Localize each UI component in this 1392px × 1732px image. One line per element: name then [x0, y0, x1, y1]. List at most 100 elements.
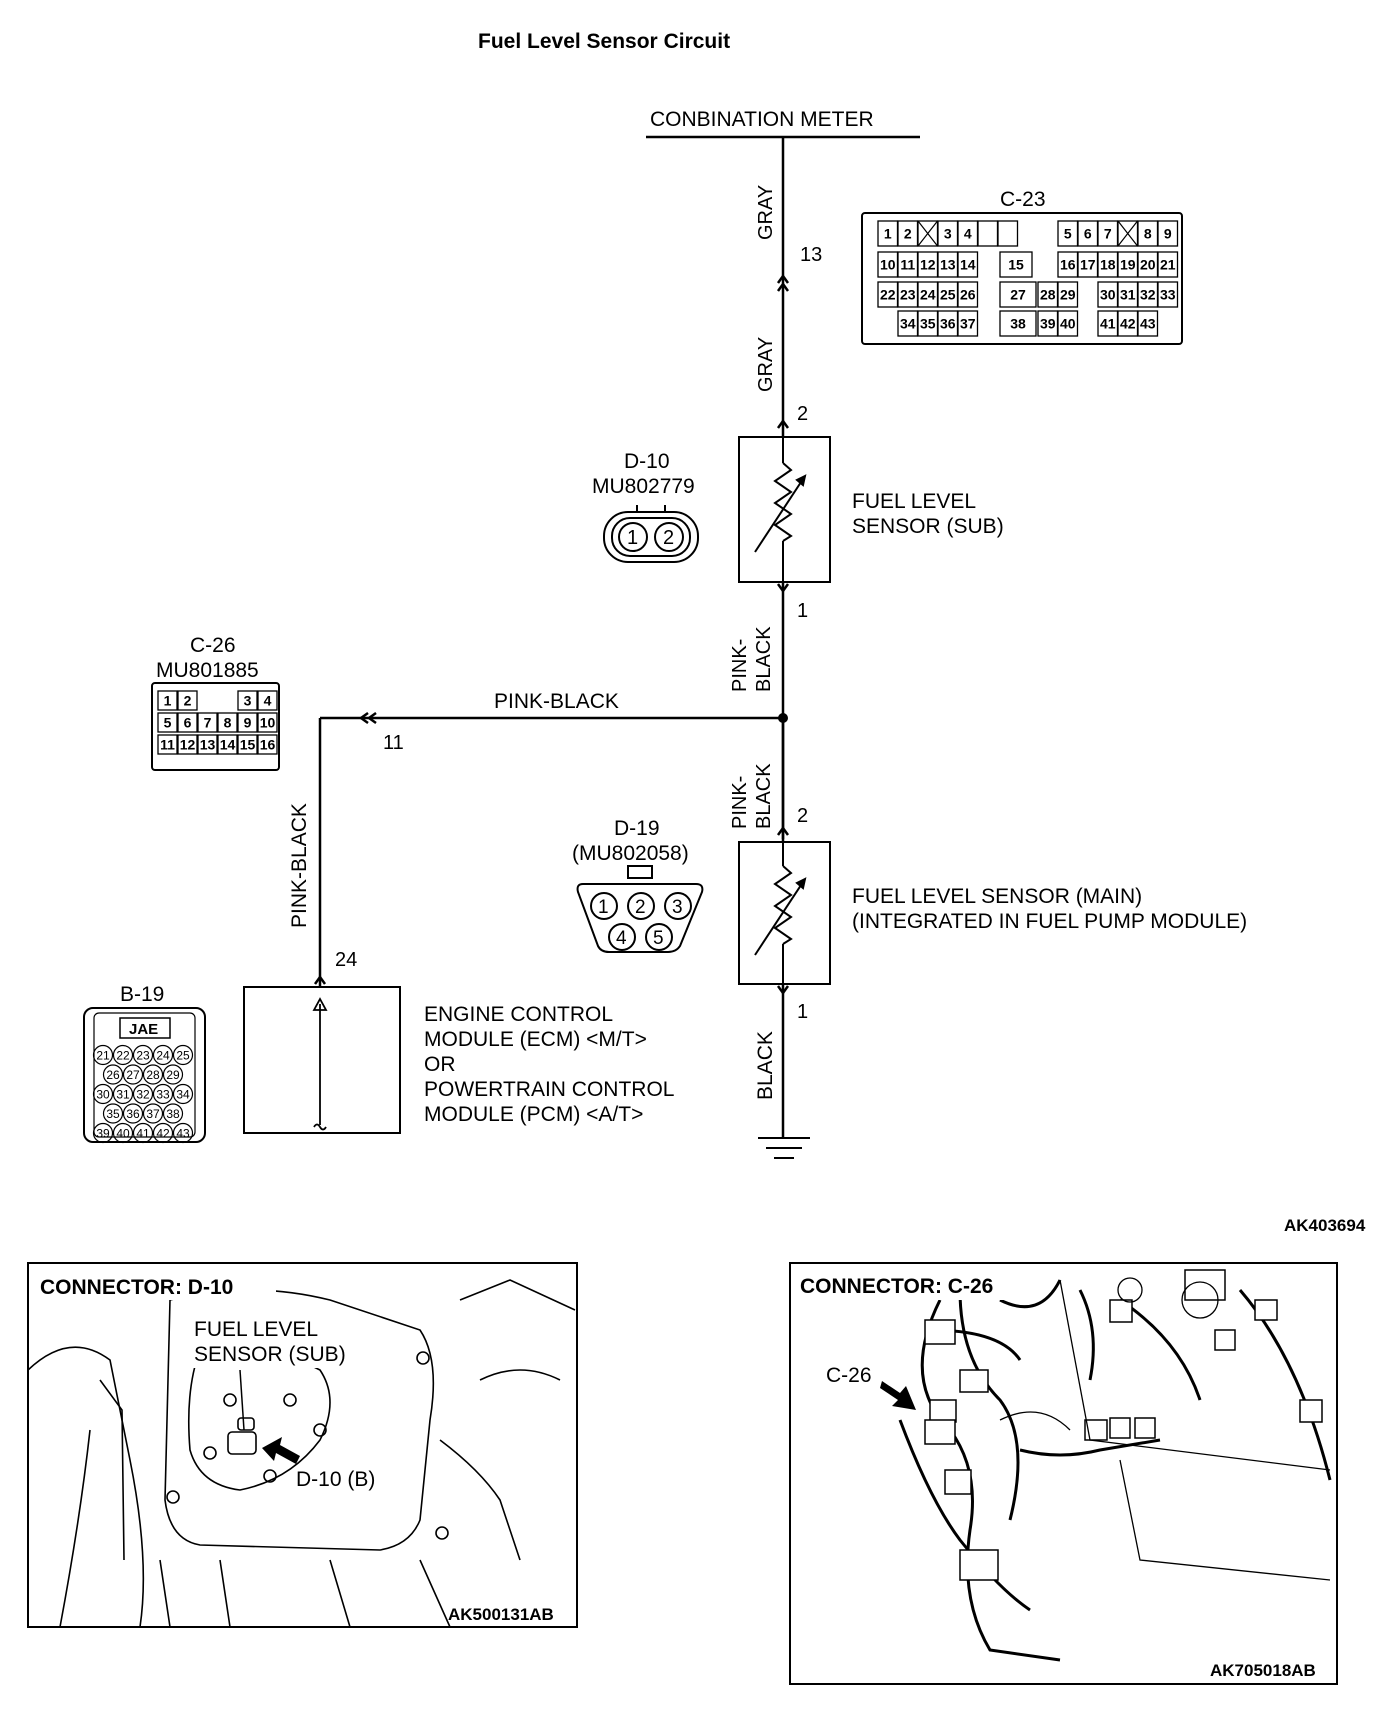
c23-pin-label: 36	[940, 316, 956, 332]
c23-pin	[1157, 281, 1179, 308]
c23-pin-label: 1	[884, 226, 892, 242]
b19-pin-label: 41	[136, 1127, 150, 1141]
c26-pin-label: 4	[264, 693, 272, 709]
c23-pin	[977, 220, 999, 247]
b19-pin-label: 27	[126, 1068, 140, 1082]
connector-c26-label: C-26	[190, 634, 236, 657]
c23-pin-label: 22	[880, 287, 896, 303]
c26-pin	[177, 690, 198, 711]
c23-pin-label: 31	[1120, 287, 1136, 303]
b19-pin-label: 25	[176, 1049, 190, 1063]
diagram-code: AK403694	[1284, 1216, 1366, 1235]
c26-pin-label: 6	[184, 715, 192, 731]
c26-pin	[237, 712, 258, 733]
connector-c23-label: C-23	[1000, 188, 1046, 211]
c26-pin-label: 13	[200, 737, 216, 753]
sensor-main-label-2: (INTEGRATED IN FUEL PUMP MODULE)	[852, 910, 1247, 933]
c23-pin-label: 4	[964, 226, 972, 242]
b19-pin	[172, 1122, 194, 1144]
c26-pin	[237, 690, 258, 711]
d19-pin-4: 4	[616, 928, 627, 949]
c23-pin-label: 11	[900, 257, 915, 273]
c23-pin	[1157, 220, 1179, 247]
b19-pin	[162, 1064, 184, 1085]
c23-pin-label: 38	[1010, 316, 1026, 332]
c26-pin	[217, 734, 238, 755]
b19-pin-label: 39	[96, 1127, 110, 1141]
c23-pin-label: 28	[1040, 287, 1056, 303]
wire-gray	[776, 137, 790, 437]
wire-label-pink-black-2a: PINK-	[729, 776, 751, 829]
connector-d10-label: D-10	[624, 450, 670, 473]
d19-pin-3: 3	[672, 897, 683, 918]
c26-pin-label: 16	[260, 737, 276, 753]
pin-label-c26-11: 11	[383, 732, 404, 754]
ecm-box	[243, 986, 401, 1134]
c23-pin	[957, 281, 979, 308]
d19-pin-1: 1	[598, 897, 609, 918]
b19-pin-label: 28	[146, 1068, 160, 1082]
c26-pin-label: 3	[244, 693, 252, 709]
pin-label-main-1: 1	[797, 1001, 808, 1023]
ecm-label-1: ENGINE CONTROL	[424, 1003, 613, 1026]
b19-pin	[122, 1103, 144, 1124]
c26-pin-label: 1	[164, 693, 172, 709]
c23-pin-label: 37	[960, 316, 976, 332]
connector-d19-icon	[576, 865, 704, 953]
c26-pin	[197, 734, 218, 755]
c26-pin-label: 10	[260, 715, 276, 731]
pin-label-ecm-24: 24	[335, 949, 357, 971]
c26-pin-label: 12	[180, 737, 196, 753]
b19-pin-label: 30	[96, 1088, 110, 1102]
sensor-main-label-1: FUEL LEVEL SENSOR (MAIN)	[852, 885, 1142, 908]
b19-pin	[132, 1044, 154, 1066]
c23-pin-label: 8	[1144, 226, 1152, 242]
b19-pin-label: 31	[116, 1088, 130, 1102]
photo-left-callout-2: SENSOR (SUB)	[194, 1343, 346, 1366]
d10-pin-2: 2	[663, 527, 674, 549]
c23-pin-label: 7	[1104, 226, 1112, 242]
ecm-label-3: OR	[424, 1053, 456, 1076]
b19-pin-label: 29	[166, 1068, 180, 1082]
c23-pin-label: 18	[1100, 257, 1116, 273]
wire-label-pink-black-2b: BLACK	[753, 763, 775, 829]
c23-pin-label: 43	[1140, 316, 1156, 332]
b19-pin	[172, 1083, 194, 1105]
b19-pin-label: 21	[96, 1049, 110, 1063]
pin-label-sub-2: 2	[797, 403, 808, 425]
c26-pin	[237, 734, 258, 755]
diagram-title: Fuel Level Sensor Circuit	[478, 30, 730, 53]
c23-pin-label: 42	[1120, 316, 1136, 332]
wire-pink-black-horizontal	[320, 711, 783, 725]
d10-pin-1: 1	[627, 527, 638, 549]
ecm-label-4: POWERTRAIN CONTROL	[424, 1078, 674, 1101]
c23-pin-label: 15	[1008, 257, 1024, 273]
d19-pin-2: 2	[635, 897, 646, 918]
b19-pin-label: 38	[166, 1107, 180, 1121]
ecm-label-2: MODULE (ECM) <M/T>	[424, 1028, 647, 1051]
c23-pin-label: 26	[960, 287, 976, 303]
c26-pin	[157, 712, 178, 733]
wire-pink-black-to-ecm	[313, 718, 327, 987]
b19-pin	[112, 1083, 134, 1105]
wire-pink-black-to-main	[776, 718, 790, 842]
pin-label-main-2: 2	[797, 805, 808, 827]
c26-pin	[177, 734, 198, 755]
b19-pin-label: 35	[106, 1107, 120, 1121]
c23-pin-label: 13	[940, 257, 956, 273]
b19-pin	[102, 1103, 124, 1124]
b19-pin-label: 37	[146, 1107, 160, 1121]
c23-pin-label: 23	[900, 287, 916, 303]
c23-pin-label: 40	[1060, 316, 1076, 332]
b19-pin-label: 42	[156, 1127, 170, 1141]
b19-pin	[132, 1083, 154, 1105]
c23-pin-label: 39	[1040, 316, 1056, 332]
wire-label-pink-black-horizontal: PINK-BLACK	[494, 690, 619, 713]
ecm-input-icon	[312, 997, 328, 1131]
b19-pin-label: 24	[156, 1049, 170, 1063]
b19-pin-label: 36	[126, 1107, 140, 1121]
c23-pin-label: 17	[1080, 257, 1096, 273]
c26-pin	[257, 712, 278, 733]
